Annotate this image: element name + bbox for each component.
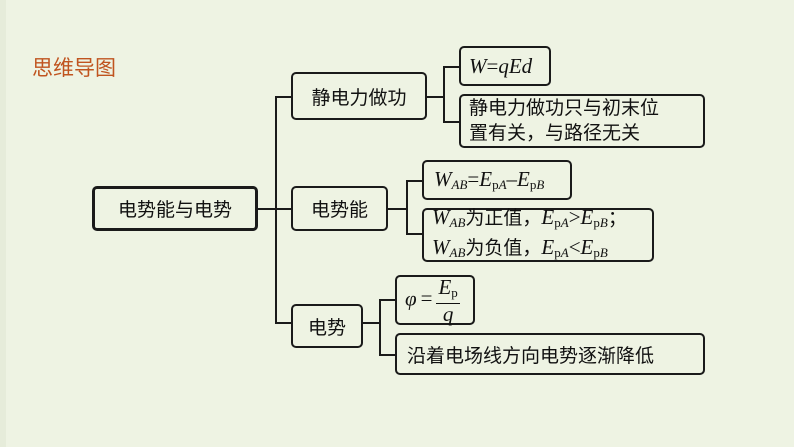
branch-label: 静电力做功	[311, 86, 407, 109]
sub-A: A	[560, 215, 569, 230]
symbol-W: W	[469, 53, 487, 78]
symbol-equals: =	[420, 285, 433, 310]
symbol-E: E	[541, 205, 555, 229]
connector-b1-c1	[443, 66, 459, 68]
text-negative: 为负值，	[465, 237, 542, 259]
page-title: 思维导图	[32, 56, 116, 80]
text-positive: 为正值，	[465, 207, 542, 229]
symbol-E: E	[580, 205, 594, 229]
connector-b3-c1	[379, 299, 395, 301]
leaf-sign-rules: WAB为正值，EpA>EpB； WAB为负值，EpA<EpB	[422, 205, 654, 265]
sub-AB: AB	[451, 177, 468, 192]
symbol-gt: >	[568, 205, 581, 229]
symbol-phi: φ	[405, 285, 417, 310]
symbol-qEd: qEd	[498, 53, 533, 78]
symbol-W: W	[432, 205, 450, 229]
edge-strip	[0, 0, 6, 447]
sub-p: p	[451, 284, 458, 300]
connector-b3-out	[362, 322, 380, 324]
branch-node-potential-energy: 电势能	[291, 186, 388, 231]
branch-label: 电势能	[310, 199, 368, 221]
sub-A: A	[498, 177, 507, 192]
symbol-minus: –	[506, 167, 518, 191]
symbol-W: W	[432, 235, 450, 259]
formula-w-qed: W=qEd	[469, 54, 532, 79]
connector-to-branch-2	[275, 208, 291, 210]
connector-b2-vertical	[406, 180, 408, 235]
connector-b1-c2	[443, 121, 459, 123]
symbol-equals: =	[486, 53, 499, 78]
leaf-text-line-2: 置有关，与路径无关	[469, 122, 641, 144]
connector-b2-c2	[406, 233, 422, 235]
symbol-E: E	[517, 167, 530, 191]
symbol-E: E	[580, 235, 594, 259]
symbol-E: E	[479, 167, 493, 191]
symbol-lt: <	[568, 235, 581, 259]
sub-p: p	[554, 245, 561, 260]
sub-p: p	[554, 215, 561, 230]
leaf-work-path-independent: 静电力做功只与初末位 置有关，与路径无关	[459, 94, 705, 148]
sub-B: B	[599, 215, 608, 230]
root-node: 电势能与电势	[92, 186, 258, 231]
symbol-equals: =	[467, 167, 480, 191]
branch-node-potential: 电势	[291, 304, 363, 348]
connector-b3-c2	[379, 354, 395, 356]
sub-p: p	[529, 177, 537, 192]
symbol-E: E	[541, 235, 555, 259]
leaf-text-line-1: 静电力做功只与初末位	[469, 97, 660, 119]
connector-to-branch-1	[275, 96, 291, 98]
branch-label: 电势	[307, 316, 346, 339]
connector-b1-vertical	[443, 66, 445, 122]
leaf-text: 沿着电场线方向电势逐渐降低	[407, 344, 655, 367]
sub-AB: AB	[449, 245, 466, 260]
connector-b2-out	[387, 208, 407, 210]
sub-p: p	[593, 215, 600, 230]
sub-B: B	[599, 245, 608, 260]
connector-to-branch-3	[275, 322, 291, 324]
symbol-q: q	[442, 301, 454, 326]
symbol-E: E	[438, 274, 452, 299]
branch-node-electrostatic-work: 静电力做功	[291, 72, 427, 120]
root-node-label: 电势能与电势	[117, 199, 232, 221]
leaf-work-formula: W=qEd	[459, 46, 551, 86]
leaf-work-energy-formula: WAB=EpA–EpB	[422, 160, 572, 200]
rule-positive: WAB为正值，EpA>EpB；	[432, 205, 627, 235]
sub-p: p	[492, 177, 499, 192]
sub-p: p	[593, 245, 600, 260]
connector-root-trunk	[256, 208, 276, 210]
connector-b1-out	[426, 96, 444, 98]
sub-AB: AB	[449, 215, 466, 230]
connector-b3-vertical	[379, 299, 381, 355]
symbol-W: W	[434, 167, 452, 191]
sub-A: A	[560, 245, 569, 260]
rule-negative: WAB为负值，EpA<EpB	[432, 235, 608, 265]
connector-b2-c1	[406, 180, 422, 182]
sub-B: B	[536, 177, 545, 192]
formula-wab-epa-epb: WAB=EpA–EpB	[434, 167, 544, 193]
semicolon: ；	[607, 207, 627, 229]
leaf-potential-decreases: 沿着电场线方向电势逐渐降低	[395, 333, 705, 375]
